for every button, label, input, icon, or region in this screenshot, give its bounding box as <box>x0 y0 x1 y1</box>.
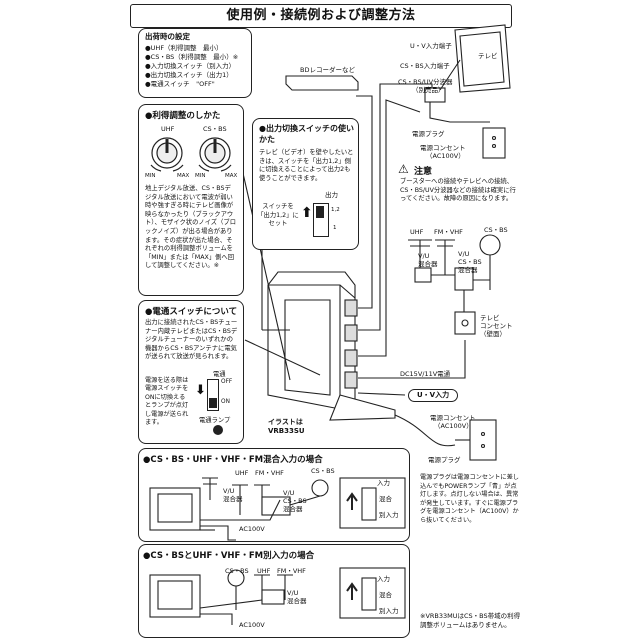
mixed-csbs: CS・BS <box>311 467 335 475</box>
mixed-uhf: UHF <box>235 469 249 477</box>
uhf-antenna-label: UHF <box>410 228 424 236</box>
separate-fmvhf: FM・VHF <box>277 567 306 575</box>
power-outlet-ac-label: （AC100V） <box>434 422 473 430</box>
gain-knobs <box>150 137 232 172</box>
mixed-input-box: ●CS・BS・UHF・VHF・FM混合入力の場合 UHF FM・VHF CS・B… <box>138 448 410 542</box>
csbs-terminal-label: CS・BS入力端子 <box>400 62 450 70</box>
output-switch-heading: ●出力切換スイッチの使いかた <box>259 124 354 144</box>
power-switch-box: ●電通スイッチについて 出力に接続されたCS・BSチューナー内蔵テレビまたはCS… <box>138 300 244 444</box>
power-label: 電通 <box>213 371 226 378</box>
mixed-sep-label: 別入力 <box>379 511 399 519</box>
csbs-antenna-label: CS・BS <box>484 226 508 234</box>
power-lamp-label: 電通ランプ <box>199 417 231 424</box>
power-switch-description: 出力に接続されたCS・BSチューナー内蔵テレビまたはCS・BSデジタルチューナー… <box>145 319 238 361</box>
factory-settings-box: 出荷時の設定 ●UHF（利得調整 最小） ●CS・BS（利得調整 最小）※ ●入… <box>138 28 252 98</box>
mixed-ac: AC100V <box>239 525 265 533</box>
gain-adjust-box: ●利得調整のしかた UHF CS・BS MIN MAX MIN MAX 地上デジ… <box>138 104 244 296</box>
tv-label: テレビ <box>478 52 498 60</box>
knob-max-label: MAX <box>177 173 190 179</box>
separate-vu: V/U 混合器 <box>287 589 307 605</box>
gain-description: 地上デジタル放送、CS・BSデジタル放送において電波が弱い時や強すぎる時にテレビ… <box>145 185 236 270</box>
separate-csbs: CS・BS <box>225 567 249 575</box>
switch-pos-12: 1,2 <box>331 207 340 213</box>
knob-label-csbs: CS・BS <box>203 125 227 133</box>
uv-input-badge: U・V入力 <box>408 389 459 402</box>
uv-terminal-label: U・V入力端子 <box>410 42 452 50</box>
mixed-mix-label: 混合 <box>379 495 392 503</box>
knob-max-label: MAX <box>225 173 238 179</box>
plug2-label: 電源プラグ <box>428 456 461 464</box>
factory-item: ●入力切換スイッチ（別入力） <box>145 62 236 70</box>
output-switch-box: ●出力切換スイッチの使いかた テレビ（ビデオ）を壁やしたいときは、スイッチを「出… <box>252 118 359 250</box>
knob-min-label: MIN <box>145 173 156 179</box>
illust-label: イラストは <box>268 418 303 426</box>
separate-mix-label: 混合 <box>379 591 392 599</box>
lamp-icon <box>213 425 223 435</box>
mixed-vucsbs: V/U CS・BS 混合器 <box>283 489 307 513</box>
up-arrow-icon: ⬆ <box>301 205 313 221</box>
separate-input-box: ●CS・BSとUHF・VHF・FM別入力の場合 CS・BS UHF FM・VHF… <box>138 544 410 638</box>
outlet-ac-label: （AC100V） <box>426 152 465 160</box>
plug-note: 電源プラグは電源コンセントに差し込んでもPOWERランプ「青」が点灯します。点灯… <box>420 474 519 524</box>
caution-icon: ⚠ <box>398 162 409 176</box>
dc-power-label: DC15V/11V電通 <box>400 370 451 378</box>
power-off-label: OFF <box>221 379 233 385</box>
bd-recorder-label: BDレコーダーなど <box>300 66 355 74</box>
knob-label-uhf: UHF <box>161 125 175 133</box>
output-switch-note: スイッチを「出力1,2」にセット <box>257 203 299 228</box>
separate-input-label: 入力 <box>377 575 390 583</box>
output-switch-graphic[interactable] <box>313 203 329 237</box>
footnote: ※VRB33MUはCS・BS帯域の利得調整ボリュームはありません。 <box>420 612 521 629</box>
page-title: 使用例・接続例および調整方法 <box>130 4 512 28</box>
output-label: 出力 <box>325 191 338 199</box>
mixed-heading: ●CS・BS・UHF・VHF・FM混合入力の場合 <box>143 455 323 465</box>
splitter-label: CS・BS/UV分波器 <box>398 78 453 86</box>
power-on-label: ON <box>221 399 230 405</box>
separate-uhf: UHF <box>257 567 271 575</box>
factory-item: ●電通スイッチ "OFF" <box>145 80 215 88</box>
separate-heading: ●CS・BSとUHF・VHF・FM別入力の場合 <box>143 551 315 561</box>
vu-mixer-label: V/U 混合器 <box>418 252 438 268</box>
mixed-input-label: 入力 <box>377 479 390 487</box>
mixed-vu: V/U 混合器 <box>223 487 243 503</box>
power-switch-graphic[interactable] <box>207 379 219 411</box>
model-label: VRB33SU <box>268 427 305 435</box>
mixed-fmvhf: FM・VHF <box>255 469 284 477</box>
power-switch-note: 電源を送る際は電源スイッチをONに切換えるとランプが点灯し電源が送られます。 <box>145 377 189 427</box>
switch-pos-1: 1 <box>333 225 337 231</box>
factory-item: ●出力切換スイッチ（出力1） <box>145 71 233 79</box>
outlet-label: 電源コンセント <box>420 144 466 152</box>
separate-ac: AC100V <box>239 621 265 629</box>
output-switch-description: テレビ（ビデオ）を壁やしたいときは、スイッチを「出力1,2」側に切換えることによ… <box>259 149 354 182</box>
caution-heading: 注意 <box>414 167 433 177</box>
separate-sep-label: 別入力 <box>379 607 399 615</box>
caution-text: ブースターへの接続やテレビへの接続、CS・BS/UV分波器などの接続は確実に行っ… <box>400 178 516 203</box>
factory-item: ●CS・BS（利得調整 最小）※ <box>145 53 239 61</box>
gain-heading: ●利得調整のしかた <box>145 111 221 121</box>
plug-label: 電源プラグ <box>412 130 445 138</box>
tv-outlet-label: テレビ コンセント （壁面） <box>480 314 513 338</box>
vu-csbs-mixer-label: V/U CS・BS 混合器 <box>458 250 482 274</box>
factory-item: ●UHF（利得調整 最小） <box>145 44 223 52</box>
fmvhf-antenna-label: FM・VHF <box>434 228 463 236</box>
down-arrow-icon: ⬇ <box>195 383 206 398</box>
knob-min-label: MIN <box>195 173 206 179</box>
factory-heading: 出荷時の設定 <box>145 32 190 41</box>
power-switch-heading: ●電通スイッチについて <box>145 307 238 317</box>
splitter-sub-label: （別売品） <box>412 86 445 94</box>
power-outlet-label: 電源コンセント <box>430 414 476 422</box>
